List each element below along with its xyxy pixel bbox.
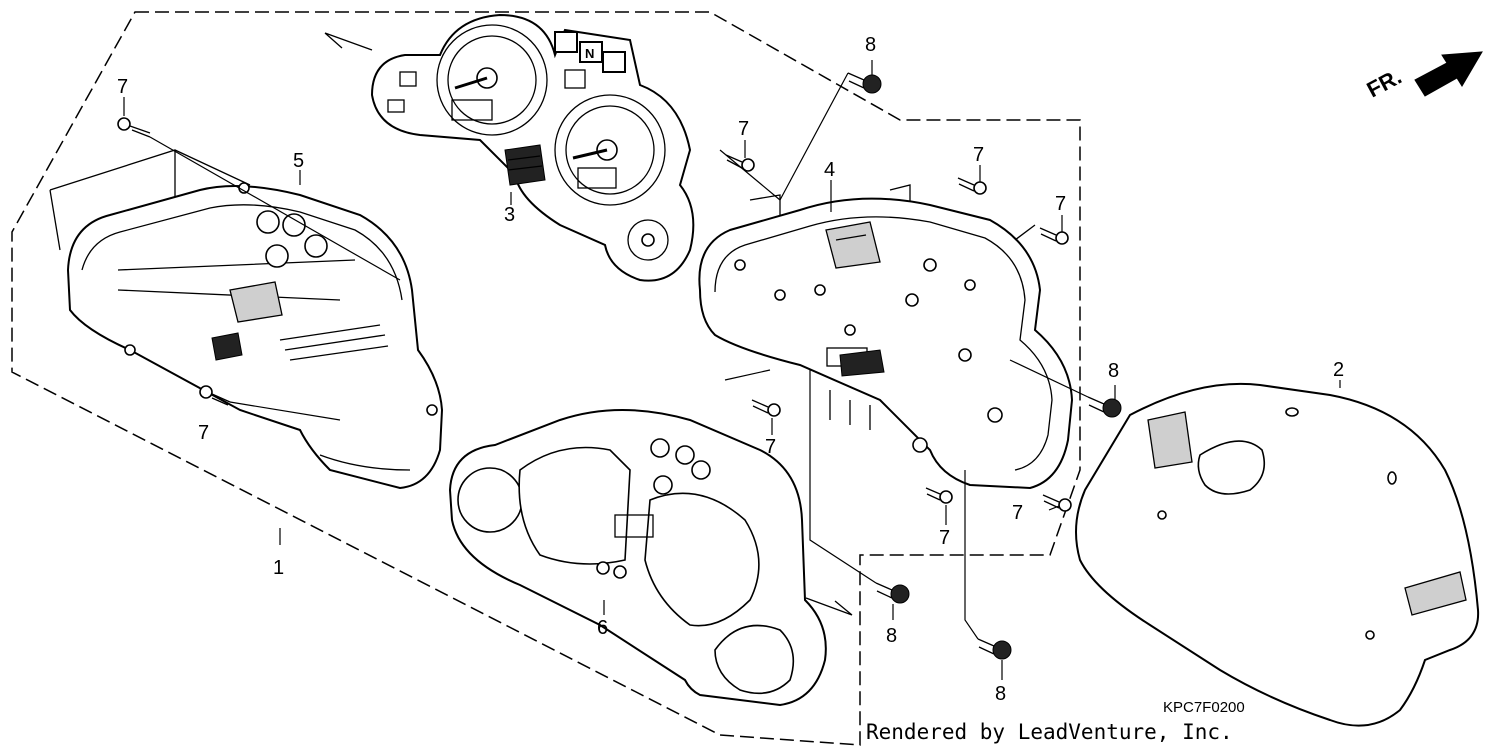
rear-case-part-5[interactable] xyxy=(49,149,444,490)
callout-7h: 7 xyxy=(1012,502,1023,524)
callout-7b: 7 xyxy=(198,422,209,444)
gauge-unit-part-3[interactable]: N xyxy=(370,13,695,282)
front-bezel-part-6[interactable] xyxy=(448,409,827,707)
screw-7f[interactable] xyxy=(751,399,781,417)
panel-part-2[interactable] xyxy=(1075,382,1480,727)
callout-8a: 8 xyxy=(865,34,876,56)
screw-7a[interactable] xyxy=(117,117,151,138)
callout-2: 2 xyxy=(1333,359,1344,381)
housing-part-4[interactable] xyxy=(698,184,1074,490)
callout-3: 3 xyxy=(504,204,515,226)
leader-lines xyxy=(123,60,1341,680)
screw-7b[interactable] xyxy=(199,385,231,406)
callout-7c: 7 xyxy=(738,118,749,140)
boundary-arrow-bottom xyxy=(805,597,853,616)
callout-8c: 8 xyxy=(886,625,897,647)
bolt-8b[interactable] xyxy=(1087,396,1122,418)
screw-7d[interactable] xyxy=(957,177,987,195)
front-label: FR. xyxy=(1363,64,1406,103)
callout-7a: 7 xyxy=(117,76,128,98)
callout-8b: 8 xyxy=(1108,360,1119,382)
render-credit: Rendered by LeadVenture, Inc. xyxy=(866,720,1233,744)
front-arrow-icon xyxy=(1414,51,1483,97)
callout-6: 6 xyxy=(597,617,608,639)
bolt-8a[interactable] xyxy=(847,72,882,94)
callout-8d: 8 xyxy=(995,683,1006,705)
diagram-code: KPC7F0200 xyxy=(1163,699,1245,716)
callout-7d: 7 xyxy=(973,144,984,166)
callout-1: 1 xyxy=(273,557,284,579)
bolt-8d[interactable] xyxy=(977,638,1012,660)
screw-7h[interactable] xyxy=(1042,494,1072,512)
screw-7e[interactable] xyxy=(1039,227,1069,245)
callout-7g: 7 xyxy=(939,527,950,549)
screw-7c[interactable] xyxy=(725,154,755,172)
callout-7e: 7 xyxy=(1055,193,1066,215)
callout-7f: 7 xyxy=(765,436,776,458)
screw-7g[interactable] xyxy=(925,487,953,504)
bolt-8c[interactable] xyxy=(875,582,910,604)
assembly-boundary xyxy=(11,11,1081,746)
neutral-indicator-glyph: N xyxy=(585,46,594,61)
front-direction-indicator: FR. xyxy=(1363,51,1483,103)
callout-4: 4 xyxy=(824,159,835,181)
callout-5: 5 xyxy=(293,150,304,172)
boundary-arrow-top xyxy=(324,32,373,51)
